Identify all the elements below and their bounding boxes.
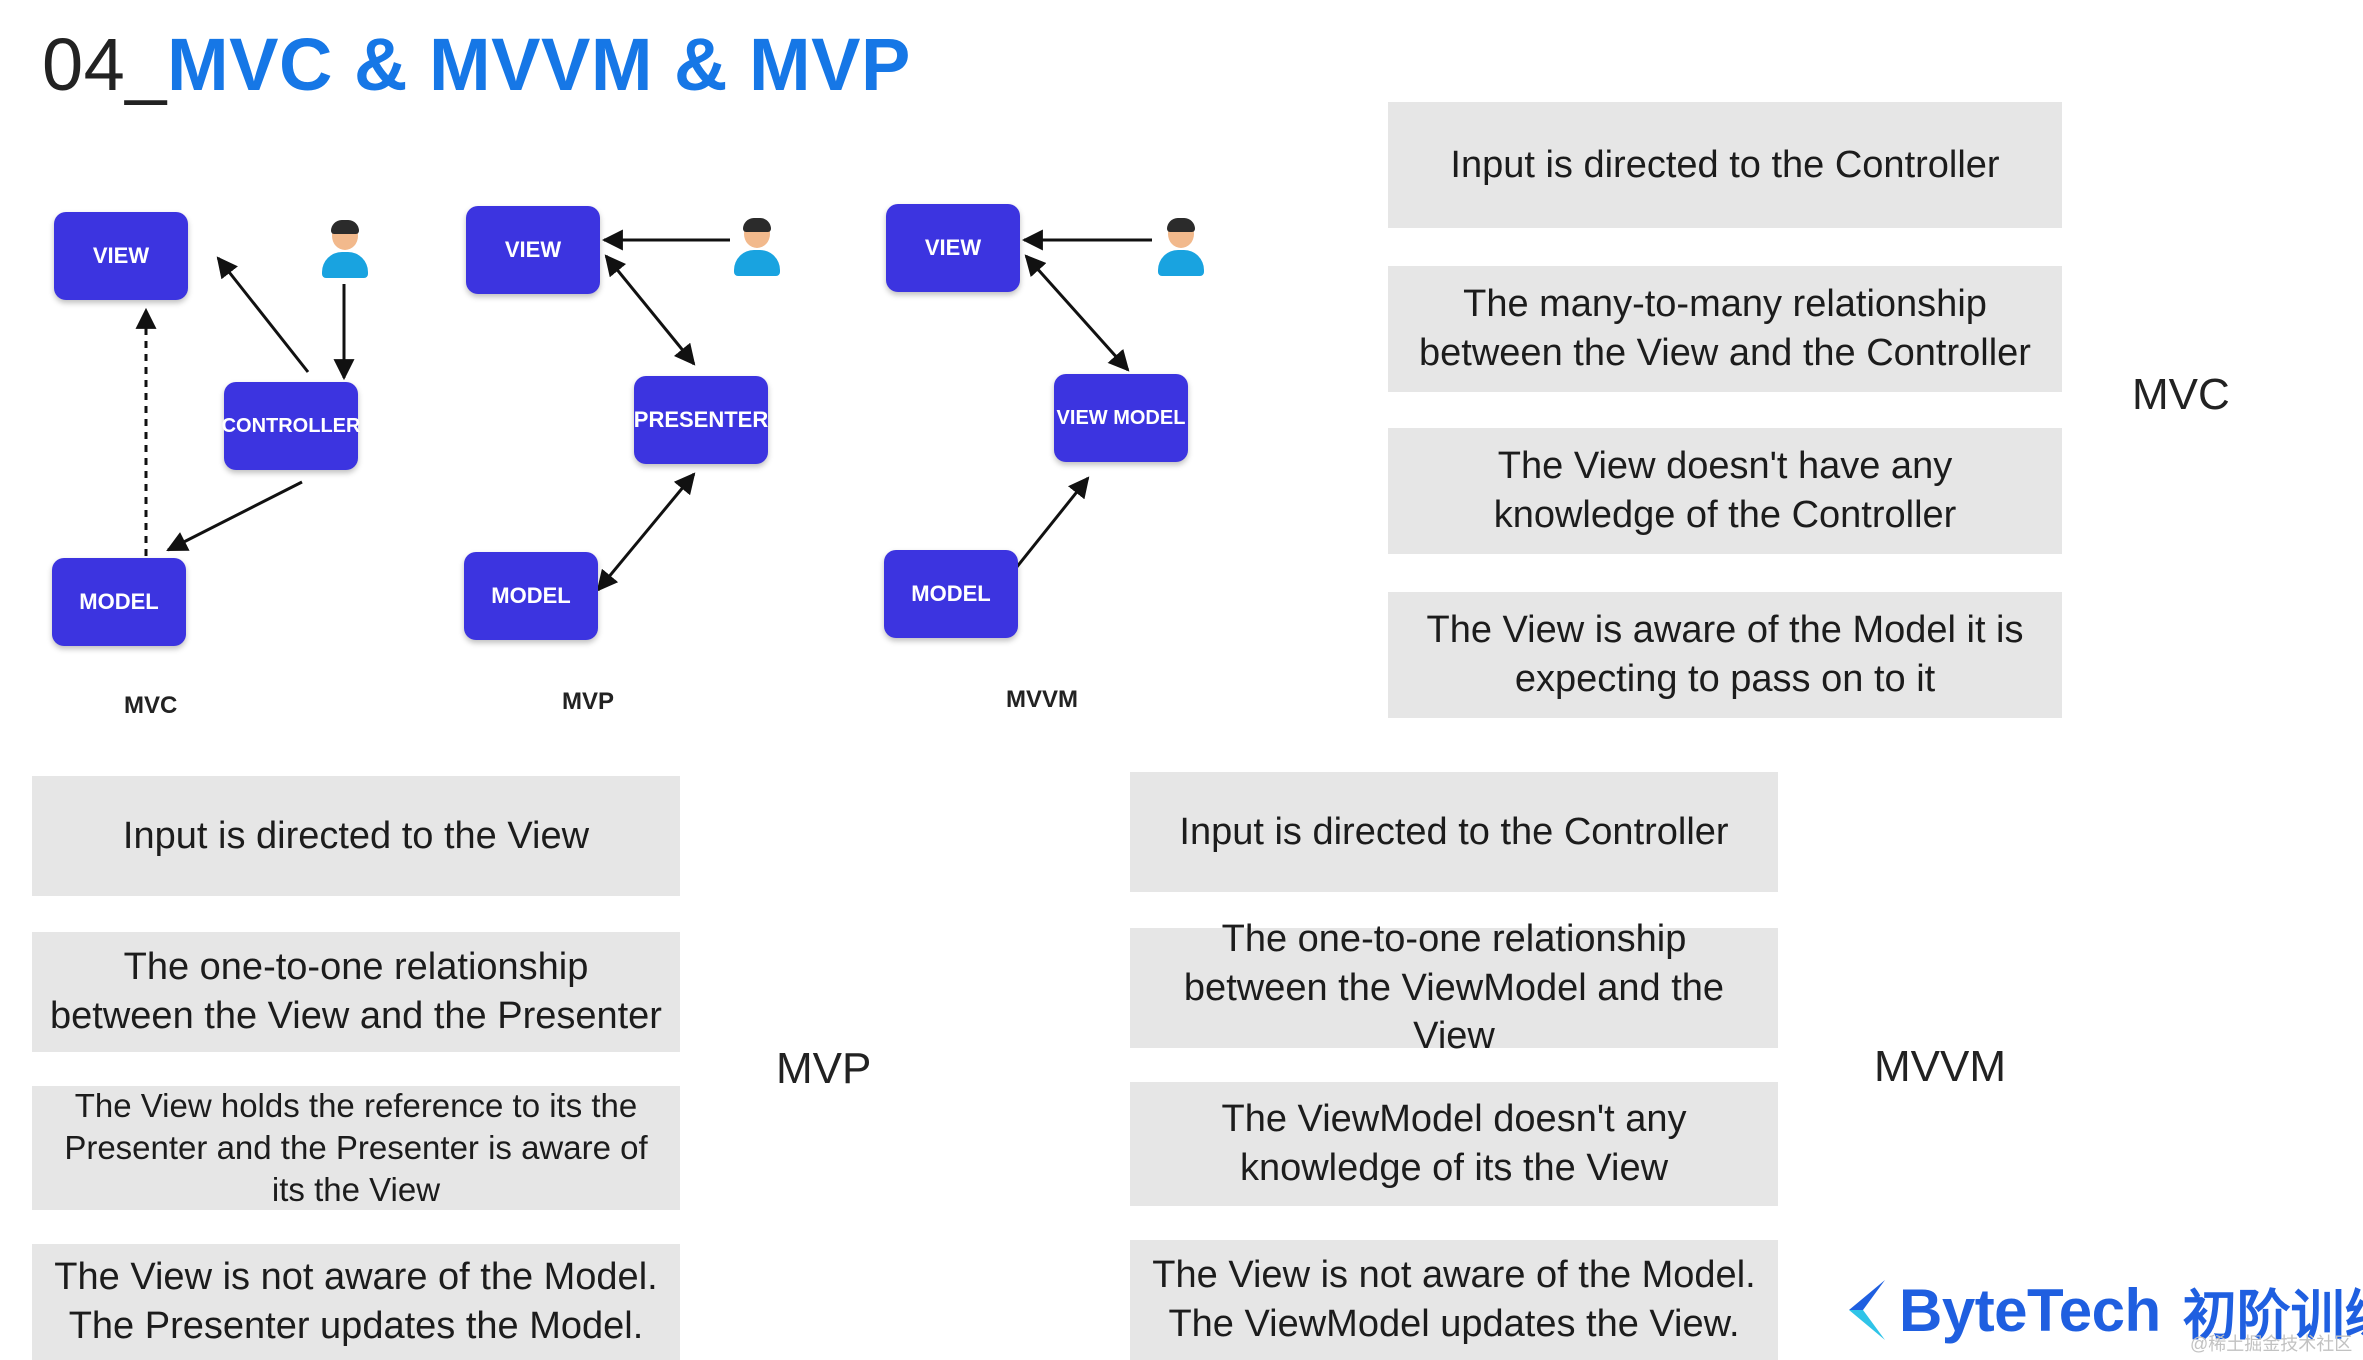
mvvm-viewmodel-node: VIEW MODEL — [1054, 374, 1188, 462]
logo-subtitle: 初阶训练 — [2182, 1285, 2363, 1346]
mvvm-model-node: MODEL — [884, 550, 1018, 638]
title-number: 04_ — [42, 23, 167, 106]
mvp-diagram-label: MVP — [562, 688, 615, 715]
mvc-diagram-label: MVC — [124, 692, 178, 719]
mvvm-item-2: The one-to-one relationship between the … — [1130, 918, 1778, 1057]
mvc-item-2: The many-to-many relationship between th… — [1388, 266, 2062, 392]
mvc-item-3: The View doesn't have any knowledge of t… — [1388, 428, 2062, 554]
mvp-model-node: MODEL — [464, 552, 598, 640]
mvp-view-presenter-arrow — [604, 254, 696, 366]
watermark: @稀土掘金技术社区 — [2190, 1334, 2353, 1354]
mvvm-diagram-label: MVVM — [1006, 686, 1078, 713]
mvvm-section-label: MVVM — [1874, 1042, 2006, 1091]
mvc-controller-node: CONTROLLER — [222, 382, 360, 470]
mvp-item-3: The View holds the reference to its the … — [32, 1086, 680, 1210]
bytetech-logo-icon — [1845, 1278, 1889, 1342]
logo-brand: ByteTech — [1899, 1276, 2161, 1344]
mvc-controller-to-model-arrow — [166, 480, 303, 552]
mvp-section-label: MVP — [776, 1044, 872, 1093]
mvc-item-1: Input is directed to the Controller — [1388, 102, 2062, 228]
mvc-section-label: MVC — [2132, 370, 2230, 419]
mvvm-user-icon — [1158, 218, 1204, 278]
title-text: MVC & MVVM & MVP — [166, 23, 911, 106]
mvp-item-1: Input is directed to the View — [32, 776, 680, 896]
mvc-view-node: VIEW — [54, 212, 188, 300]
mvp-item-4: The View is not aware of the Model. The … — [32, 1244, 680, 1360]
mvp-view-node: VIEW — [466, 206, 600, 294]
mvc-user-icon — [322, 220, 368, 280]
page-title: 04_MVC & MVVM & MVP — [42, 22, 911, 107]
mvvm-item-3: The ViewModel doesn't any knowledge of i… — [1130, 1082, 1778, 1206]
mvc-controller-to-view-arrow — [216, 256, 310, 373]
mvp-user-icon — [734, 218, 780, 278]
mvp-model-presenter-arrow — [596, 472, 696, 592]
mvc-item-4: The View is aware of the Model it is exp… — [1388, 592, 2062, 718]
mvp-item-2: The one-to-one relationship between the … — [32, 932, 680, 1052]
mvvm-view-viewmodel-arrow — [1024, 254, 1130, 372]
architecture-diagrams: VIEW CONTROLLER MODEL MVC VIEW PRESENTER… — [0, 0, 1260, 760]
mvvm-view-node: VIEW — [886, 204, 1020, 292]
mvc-model-node: MODEL — [52, 558, 186, 646]
mvvm-item-1: Input is directed to the Controller — [1130, 772, 1778, 892]
mvvm-item-4: The View is not aware of the Model. The … — [1130, 1240, 1778, 1360]
mvp-presenter-node: PRESENTER — [634, 376, 768, 464]
bytetech-logo: ByteTech 初阶训练 — [1845, 1270, 2363, 1350]
